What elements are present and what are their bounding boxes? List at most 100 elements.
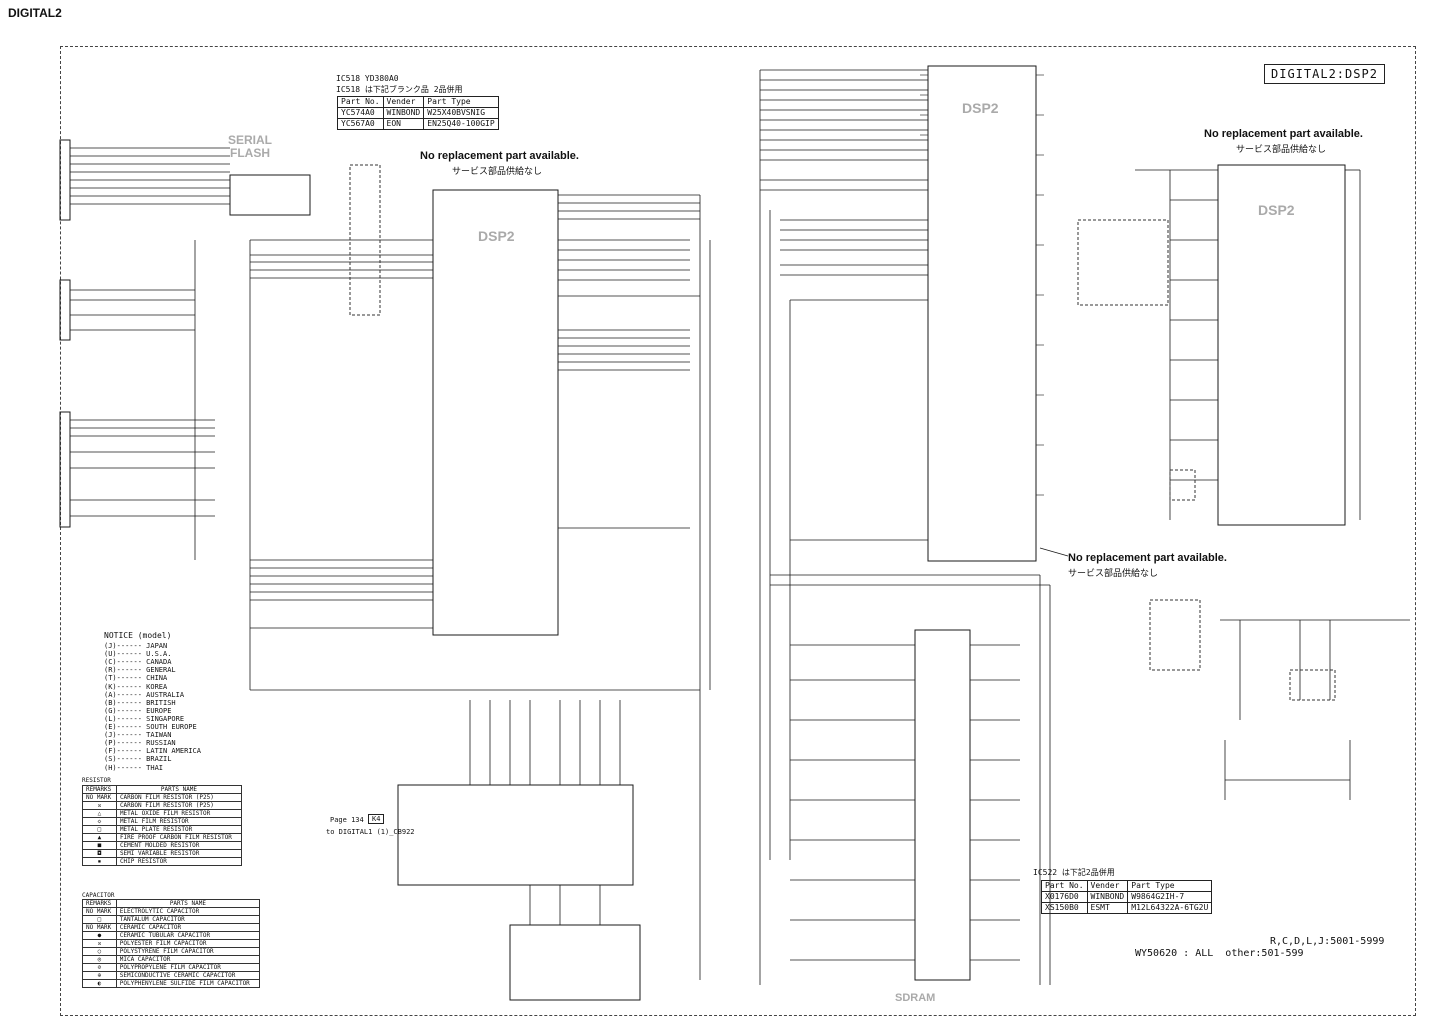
table-cell: FIRE PROOF CARBON FILM RESISTOR xyxy=(115,833,243,842)
ic522-line1: IC522 は下記2品併用 xyxy=(1033,868,1115,877)
table-cell: W9864G2IH-7 xyxy=(1127,891,1213,903)
table-cell: YC574A0 xyxy=(337,107,384,119)
table-cell: METAL PLATE RESISTOR xyxy=(115,825,243,834)
table-row: ▲ FIRE PROOF CARBON FILM RESISTOR xyxy=(82,833,243,842)
table-row: ●CERAMIC TUBULAR CAPACITOR xyxy=(82,931,261,940)
table-cell: METAL OXIDE FILM RESISTOR xyxy=(115,809,243,818)
notice-item: (H)------ THAI xyxy=(104,763,164,772)
table-cell: X0176D0 xyxy=(1041,891,1088,903)
table-cell: ◇ xyxy=(82,817,117,826)
table-cell: ◐ xyxy=(82,979,117,988)
circle-icon: ○ xyxy=(97,948,102,955)
page-ref-grid: K4 xyxy=(368,814,385,824)
table-header: Vender xyxy=(382,96,425,108)
resistor-title: RESISTOR xyxy=(82,777,111,784)
chip-icon: ▪ xyxy=(97,858,102,865)
table-cell: CARBON FILM RESISTOR (P25) xyxy=(115,801,243,810)
table-row: XS150B0 ESMT M12L64322A-6TG2U xyxy=(1041,902,1213,914)
table-cell: POLYPHENYLENE SULFIDE FILM CAPACITOR xyxy=(115,979,261,988)
table-row: ▪ CHIP RESISTOR xyxy=(82,857,243,866)
notice-item: (G)------ EUROPE xyxy=(104,706,172,715)
circle-cross-icon: ⊕ xyxy=(97,972,102,979)
model-note-line2: WY50620 : ALL other:501-599 xyxy=(1135,948,1304,959)
sdram-label: SDRAM xyxy=(895,992,936,1004)
table-cell: ○ xyxy=(82,947,117,956)
fire-triangle-icon: ▲ xyxy=(97,834,102,841)
table-cell: ☒ xyxy=(82,801,117,810)
dsp2-right-label: DSP2 xyxy=(962,100,999,116)
table-cell: EON xyxy=(382,118,425,130)
table-row: ◘SEMI VARIABLE RESISTOR xyxy=(82,849,243,858)
sheet-frame xyxy=(60,46,1416,1016)
table-header: Vender xyxy=(1086,880,1129,892)
square-icon: □ xyxy=(97,826,102,833)
table-cell: ■ xyxy=(82,841,117,850)
notice-item: (J)------ JAPAN xyxy=(104,642,168,651)
diamond-icon: ◇ xyxy=(97,818,102,825)
notice-item: (T)------ CHINA xyxy=(104,674,168,683)
table-header-row: Part No. Vender Part Type xyxy=(1041,880,1213,892)
table-cell: □ xyxy=(82,915,117,924)
table-cell: CHIP RESISTOR xyxy=(115,857,243,866)
notice-item: (U)------ U.S.A. xyxy=(104,650,172,659)
table-header: Part No. xyxy=(1041,880,1088,892)
table-row: □TANTALUM CAPACITOR xyxy=(82,915,261,924)
table-header: Part No. xyxy=(337,96,384,108)
capacitor-title: CAPACITOR xyxy=(82,892,115,899)
table-cell: XS150B0 xyxy=(1041,902,1088,914)
table-cell: SEMI VARIABLE RESISTOR xyxy=(115,849,243,858)
notice-item: (B)------ BRITISH xyxy=(104,698,176,707)
table-cell: WINBOND xyxy=(1086,891,1129,903)
notice-item: (E)------ SOUTH EUROPE xyxy=(104,723,197,732)
dsp2-main-label: DSP2 xyxy=(478,228,515,244)
table-row: ☒ CARBON FILM RESISTOR (P25) xyxy=(82,801,243,810)
notice-item: (S)------ BRAZIL xyxy=(104,755,172,764)
table-row: ⊕SEMICONDUCTIVE CERAMIC CAPACITOR xyxy=(82,971,261,980)
square-icon: □ xyxy=(97,916,102,923)
table-row: ○POLYSTYRENE FILM CAPACITOR xyxy=(82,947,261,956)
table-header: REMARKS xyxy=(82,785,117,794)
table-cell: NO MARK xyxy=(82,923,117,932)
notice-item: (P)------ RUSSIAN xyxy=(104,739,176,748)
ic522-parts-table: Part No. Vender Part Type X0176D0 WINBON… xyxy=(1041,880,1213,914)
table-row: ■CEMENT MOLDED RESISTOR xyxy=(82,841,243,850)
square-x-icon: ☒ xyxy=(97,940,102,947)
notice-item: (K)------ KOREA xyxy=(104,682,168,691)
notice-item: (A)------ AUSTRALIA xyxy=(104,690,185,699)
table-row: YC574A0 WINBOND W25X40BVSNIG xyxy=(337,107,499,119)
notice-item: (L)------ SINGAPORE xyxy=(104,714,185,723)
dsp2-far-right-label: DSP2 xyxy=(1258,202,1295,218)
no-replacement-note-jp: サービス部品供給なし xyxy=(1236,144,1327,154)
table-cell: WINBOND xyxy=(382,107,425,119)
table-cell: MICA CAPACITOR xyxy=(115,955,261,964)
table-row: □ METAL PLATE RESISTOR xyxy=(82,825,243,834)
ic518-line1: IC518 YD380A0 xyxy=(336,74,399,83)
circle-dot-icon: ◎ xyxy=(97,956,102,963)
table-row: ☒POLYESTER FILM CAPACITOR xyxy=(82,939,261,948)
table-cell: NO MARK xyxy=(82,907,117,916)
table-cell: ⊘ xyxy=(82,963,117,972)
table-cell: EN25Q40-100GIP xyxy=(423,118,499,130)
table-cell: ▪ xyxy=(82,857,117,866)
filled-square-icon: ■ xyxy=(97,842,102,849)
no-replacement-note-jp: サービス部品供給なし xyxy=(1068,568,1159,578)
table-row: ◎ MICA CAPACITOR xyxy=(82,955,261,964)
ic518-parts-table: Part No. Vender Part Type YC574A0 WINBON… xyxy=(337,96,499,130)
table-cell: CERAMIC TUBULAR CAPACITOR xyxy=(115,931,261,940)
table-header: Part Type xyxy=(1127,880,1213,892)
page-ref-line1: Page 134 xyxy=(330,816,364,824)
ic518-line2: IC518 は下記ブランク品 2品併用 xyxy=(336,85,463,94)
table-row: △METAL OXIDE FILM RESISTOR xyxy=(82,809,243,818)
table-row: X0176D0 WINBOND W9864G2IH-7 xyxy=(1041,891,1213,903)
notice-title: NOTICE (model) xyxy=(104,631,172,640)
square-x-icon: ☒ xyxy=(97,802,102,809)
table-cell: ◘ xyxy=(82,849,117,858)
table-cell: □ xyxy=(82,825,117,834)
circle-slash-icon: ⊘ xyxy=(97,964,102,971)
notice-item: (R)------ GENERAL xyxy=(104,666,176,675)
table-row: ◐POLYPHENYLENE SULFIDE FILM CAPACITOR xyxy=(82,979,261,988)
